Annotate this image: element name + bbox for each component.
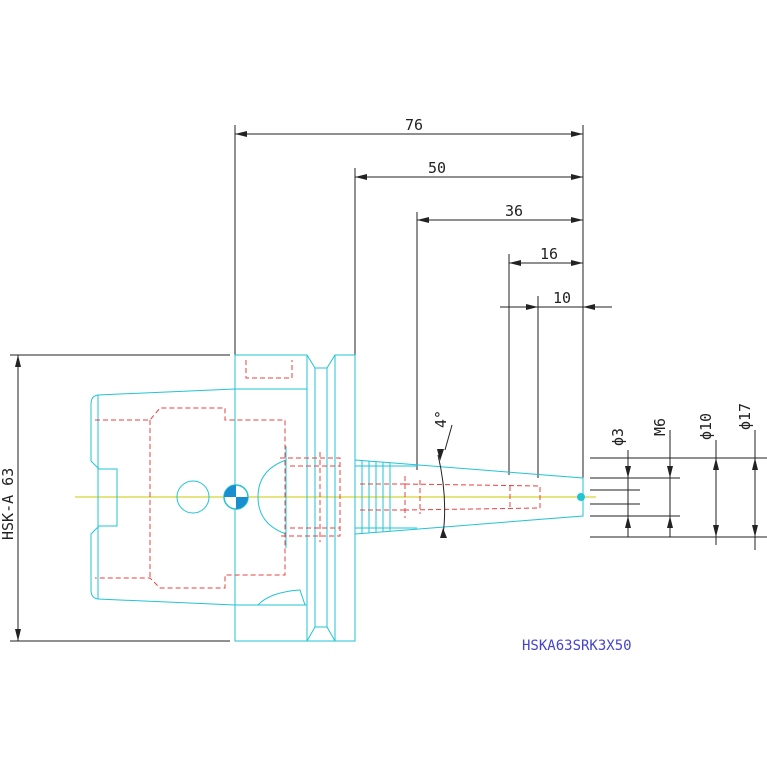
diameter-dimensions — [590, 430, 767, 550]
length-dimensions — [234, 125, 612, 478]
angle-dimension — [437, 424, 453, 536]
tip-point — [577, 493, 585, 501]
dimension-arrowheads — [235, 131, 595, 310]
dim-thread-m6: M6 — [651, 418, 669, 436]
hsk-dimension — [10, 354, 230, 642]
hsk-shank-outline — [90, 388, 236, 606]
hsk-arrowheads — [15, 355, 21, 641]
flange-outline — [234, 354, 356, 642]
dim-16: 16 — [540, 245, 558, 263]
angle-arrowheads — [437, 449, 447, 538]
hsk-label: HSK-A 63 — [0, 468, 17, 540]
dim-dia-3: ϕ3 — [609, 428, 627, 446]
hidden-lines — [95, 360, 541, 589]
dim-36: 36 — [505, 202, 523, 220]
dim-50: 50 — [428, 159, 446, 177]
dim-10: 10 — [553, 289, 571, 307]
dim-dia-10: ϕ10 — [697, 413, 715, 440]
part-number: HSKA63SRK3X50 — [522, 638, 632, 654]
dim-76: 76 — [405, 116, 423, 134]
center-mark — [223, 484, 249, 510]
diameter-arrowheads — [625, 458, 758, 537]
angle-label: 4° — [432, 410, 450, 428]
dim-dia-17: ϕ17 — [736, 403, 754, 430]
